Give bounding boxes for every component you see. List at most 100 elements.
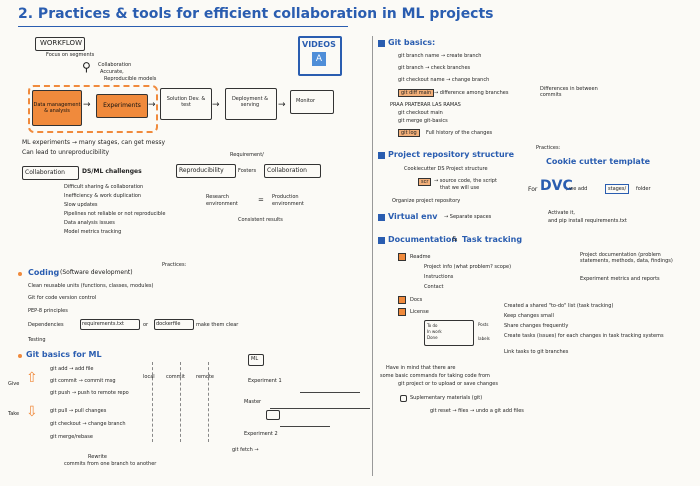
arrow-icon: → <box>212 100 220 110</box>
kanban-todo: To do <box>427 323 438 328</box>
step-experiments: Experiments <box>96 94 148 118</box>
exp2-label: Experiment 2 <box>244 431 278 437</box>
step-deploy: Deployment & serving <box>231 96 269 108</box>
give-cmd-1: git add → add file <box>50 366 94 372</box>
bullet-icon <box>398 296 406 304</box>
docs-contact: Contact <box>424 284 444 290</box>
repro-box <box>176 164 236 178</box>
docs-amp: & <box>452 235 458 243</box>
stage-local: local <box>143 374 155 380</box>
docs-right-1: Project documentation (problem statement… <box>580 252 673 264</box>
bullet-icon <box>18 354 22 358</box>
docs-license: License <box>410 309 429 315</box>
stage-remote: remote <box>196 374 214 380</box>
git-log-note: Full history of the changes <box>426 130 493 136</box>
rewrite-1: Rewrite <box>88 454 107 460</box>
checkbox-icon <box>400 395 407 402</box>
or-label: or <box>143 322 149 328</box>
docs-title: Documentation <box>388 235 458 244</box>
coding-item-4: Dependencies <box>28 322 64 328</box>
arrow-icon: → <box>148 100 156 110</box>
docker-label: dockerfile <box>156 321 181 327</box>
coding-practices: Practices: <box>162 262 187 268</box>
track-5: Link tasks to git branches <box>504 349 569 355</box>
bottom-3: git project or to upload or save changes <box>398 381 498 387</box>
scr-note-2: that we will use <box>440 185 480 191</box>
req-box <box>80 319 140 330</box>
intro-2: Can lead to unreproducibility <box>22 149 109 156</box>
arrow-icon: → <box>278 100 286 110</box>
give-label: Give <box>8 381 20 387</box>
docs-instructions: Instructions <box>424 274 454 280</box>
column-divider <box>372 36 373 476</box>
videos-letter: A <box>312 52 326 66</box>
venv-activate-2: and pip install requirements.txt <box>548 218 627 224</box>
challenges-label: DS/ML challenges <box>82 168 142 175</box>
step-data: Data management & analysis <box>32 90 82 126</box>
rewrite-2: commits from one branch to another <box>64 461 157 467</box>
requirement-label: Requirement/ <box>230 152 264 158</box>
reset-label: git reset → files → undo a git add files <box>430 408 524 414</box>
bullet-icon <box>398 308 406 316</box>
git-basics-2: git branch → check branches <box>398 65 471 71</box>
take-label: Take <box>8 411 20 417</box>
coding-title: Coding <box>28 268 60 277</box>
venv-activate-1: Activate it, <box>548 210 576 216</box>
title-underline <box>18 26 348 27</box>
challenge-1: Difficult sharing & collaboration <box>64 184 144 190</box>
fosters-label: Fosters <box>238 168 257 174</box>
challenge-3: Slow updates <box>64 202 98 208</box>
coding-item-1: Clean reusable units (functions, classes… <box>28 283 154 289</box>
down-arrow-icon: ⇩ <box>26 404 38 420</box>
bullet-icon <box>18 272 22 276</box>
key-icon: ⚲ <box>82 60 91 74</box>
for-label: For <box>528 186 538 193</box>
ml-label: ML <box>251 356 259 362</box>
cookie-template: Cookie cutter template <box>546 157 651 166</box>
extra-1: PRAA PRATERAR LAS RAMAS <box>390 102 461 108</box>
req-label: requirements.txt <box>82 321 124 327</box>
ml-box <box>248 354 264 366</box>
up-arrow-icon: ⇧ <box>26 370 38 386</box>
videos-label: VIDEOS <box>302 40 336 49</box>
master-line <box>270 408 370 409</box>
challenge-2: Inefficiency & work duplication <box>64 193 142 199</box>
challenge-5: Data analysis issues <box>64 220 115 226</box>
stage-divider <box>208 362 209 442</box>
scr-label: scr <box>418 178 432 186</box>
git-ml-title: Git basics for ML <box>26 350 102 359</box>
take-cmd-3: git merge/rebase <box>50 434 93 440</box>
stage-commit: commit <box>166 374 185 380</box>
commit-box <box>266 410 280 420</box>
production-2: environment <box>272 201 304 207</box>
intro-1: ML experiments → many stages, can get me… <box>22 139 166 146</box>
git-basics-title: Git basics: <box>388 38 436 47</box>
extra-2: git checkout main <box>398 110 443 116</box>
task-title: Task tracking <box>462 235 523 244</box>
git-diff: git diff main <box>398 89 435 97</box>
goal-3: Reproducible models <box>104 76 157 82</box>
challenge-4: Pipelines not reliable or not reproducib… <box>64 211 166 217</box>
master-label: Master <box>244 399 262 405</box>
consistent-label: Consistent results <box>238 217 283 223</box>
step-monitor: Monitor <box>296 98 316 104</box>
kanban-inwork: In work <box>427 329 442 334</box>
repo-practices: Practices: <box>536 145 561 151</box>
step-solution: Solution Dev. & test <box>166 96 206 108</box>
bullet-icon <box>378 237 385 244</box>
bullet-icon <box>378 152 385 159</box>
track-2: Keep changes small <box>504 313 554 319</box>
eq-sign: = <box>258 196 264 204</box>
folder-label: folder <box>636 186 651 192</box>
docs-right-2: Experiment metrics and reports <box>580 276 660 282</box>
docs-info: Project info (what problem? scope) <box>424 264 512 270</box>
arrow-icon: → <box>83 100 91 110</box>
stages-label: stages/ <box>605 184 630 194</box>
collab-label: Collaboration <box>25 169 65 176</box>
coding-item-5: Testing <box>28 337 46 343</box>
coding-item-3: PEP-8 principles <box>28 308 68 314</box>
page-title: 2. Practices & tools for efficient colla… <box>18 6 494 22</box>
bullet-icon <box>378 40 385 47</box>
track-3: Share changes frequently <box>504 323 569 329</box>
videos-box <box>298 36 342 76</box>
